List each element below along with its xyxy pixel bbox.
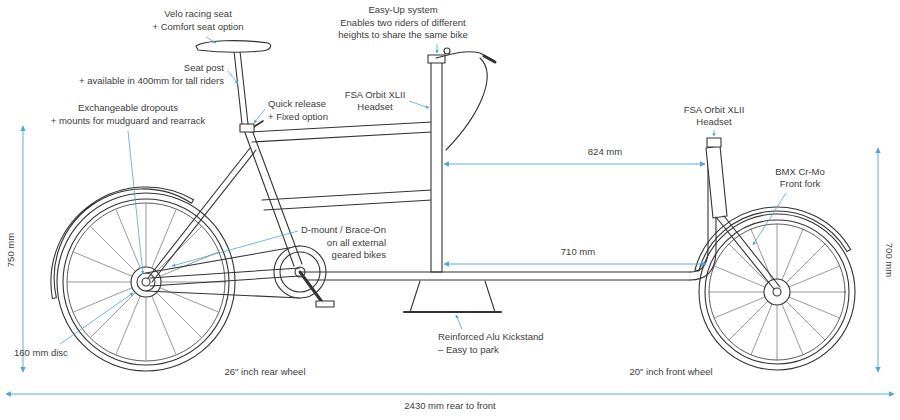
- cargo-frame: [302, 138, 780, 312]
- rear-wheel-part: [142, 278, 150, 286]
- rear-spokes: [68, 204, 224, 360]
- description-note: on all external geared bikes: [316, 237, 386, 261]
- leader-lines-part: [228, 71, 238, 84]
- frame-part: [262, 190, 432, 200]
- steering: [428, 48, 495, 272]
- leader-lines-part: [128, 131, 143, 274]
- wheel-size-label: 20" inch front wheel: [629, 366, 712, 378]
- steering-part: [431, 62, 442, 272]
- part-label: Quick release: [268, 98, 326, 110]
- leader-lines: [60, 37, 786, 344]
- cargo-frame-part: [716, 217, 774, 289]
- wheel-size-label: 26" inch rear wheel: [224, 366, 305, 378]
- rear-mudguard: [51, 187, 194, 299]
- front-wheel-part: [699, 214, 855, 370]
- frame-part: [264, 200, 432, 210]
- front-spokes-part: [729, 244, 825, 340]
- part-label: Easy-Up system: [368, 4, 437, 16]
- part-label: FSA Orbit XLII Headset: [678, 104, 750, 128]
- dimension-label: 710 mm: [561, 246, 595, 258]
- cargo-frame-part: [306, 279, 690, 280]
- leader-lines-part: [254, 109, 265, 123]
- cargo-frame-part: [707, 138, 721, 147]
- rear-spokes-part: [116, 210, 176, 354]
- dimension-label: 700 mm: [883, 243, 895, 277]
- cargo-frame-part: [706, 146, 727, 218]
- front-wheel: [699, 214, 855, 370]
- steering-part: [446, 58, 487, 150]
- frame-part: [152, 150, 256, 282]
- dimension-lines-part: [878, 148, 879, 372]
- part-label: 160 mm disc: [14, 347, 68, 359]
- rear-wheel-part: [67, 203, 225, 361]
- part-label: Reinforced Alu Kickstand: [438, 331, 544, 343]
- frame-part: [244, 130, 294, 266]
- description-note: Enables two riders of different heights …: [333, 17, 473, 41]
- part-label: Seat post: [184, 62, 224, 74]
- cargo-frame-part: [724, 216, 780, 287]
- frame-part: [250, 122, 432, 132]
- dimension-lines-part: [6, 394, 894, 395]
- drivetrain-part: [316, 301, 334, 307]
- frame-part: [240, 51, 248, 124]
- leader-lines-part: [409, 101, 429, 108]
- part-label: D-mount / Brace-On: [301, 224, 386, 236]
- part-label: Velo racing seat: [164, 8, 232, 20]
- saddle: [196, 41, 271, 52]
- option-note: + mounts for mudguard and rearrack: [51, 115, 205, 127]
- front-wheel-part: [709, 224, 845, 360]
- leader-lines-part: [206, 37, 216, 43]
- dimension-lines-part: [23, 126, 24, 372]
- cargo-frame-part: [690, 216, 716, 280]
- part-label: Exchangeable dropouts: [78, 102, 178, 114]
- rear-spokes-part: [74, 252, 218, 312]
- option-note: – Easy to park: [438, 344, 499, 356]
- frame-part: [150, 268, 300, 278]
- kickstand: [410, 281, 495, 312]
- steering-part: [484, 56, 495, 62]
- front-spokes: [709, 224, 845, 360]
- drivetrain: [146, 246, 334, 307]
- leader-lines-part: [714, 130, 715, 136]
- cargo-frame-part: [690, 160, 708, 272]
- dimension-lines-part: [444, 264, 706, 265]
- rear-spokes-part: [91, 227, 201, 337]
- front-wheel-part: [705, 220, 849, 364]
- frame-part: [252, 132, 432, 142]
- frame-part: [150, 276, 300, 286]
- option-note: + available in 400mm for tall riders: [79, 75, 224, 87]
- cargo-frame-part: [404, 311, 501, 313]
- frame-part: [240, 124, 254, 132]
- steering-part: [444, 48, 450, 54]
- frame-part: [252, 130, 302, 264]
- option-note: + Fixed option: [268, 111, 328, 123]
- leader-lines-part: [437, 44, 438, 53]
- dimension-lines: [6, 126, 894, 394]
- dimension-lines-part: [444, 164, 705, 165]
- drivetrain-part: [146, 291, 300, 298]
- part-label: FSA Orbit XLII Headset: [339, 89, 411, 113]
- bike-drawing: [51, 41, 855, 371]
- option-note: + Comfort seat option: [152, 21, 243, 33]
- drivetrain-part: [300, 272, 322, 302]
- front-spokes-part: [751, 229, 803, 355]
- part-label: BMX Cr-Mo Front fork: [769, 166, 831, 190]
- cargo-frame-part: [302, 271, 690, 272]
- leader-lines-part: [172, 231, 298, 266]
- leader-lines-part: [456, 315, 462, 329]
- leader-lines-part: [753, 193, 786, 245]
- leader-lines-part: [60, 293, 133, 344]
- dimension-label: 2430 mm rear to front: [404, 400, 495, 412]
- dimension-label: 824 mm: [588, 146, 622, 158]
- front-spokes-part: [714, 266, 840, 318]
- dimension-label: 750 mm: [5, 233, 17, 267]
